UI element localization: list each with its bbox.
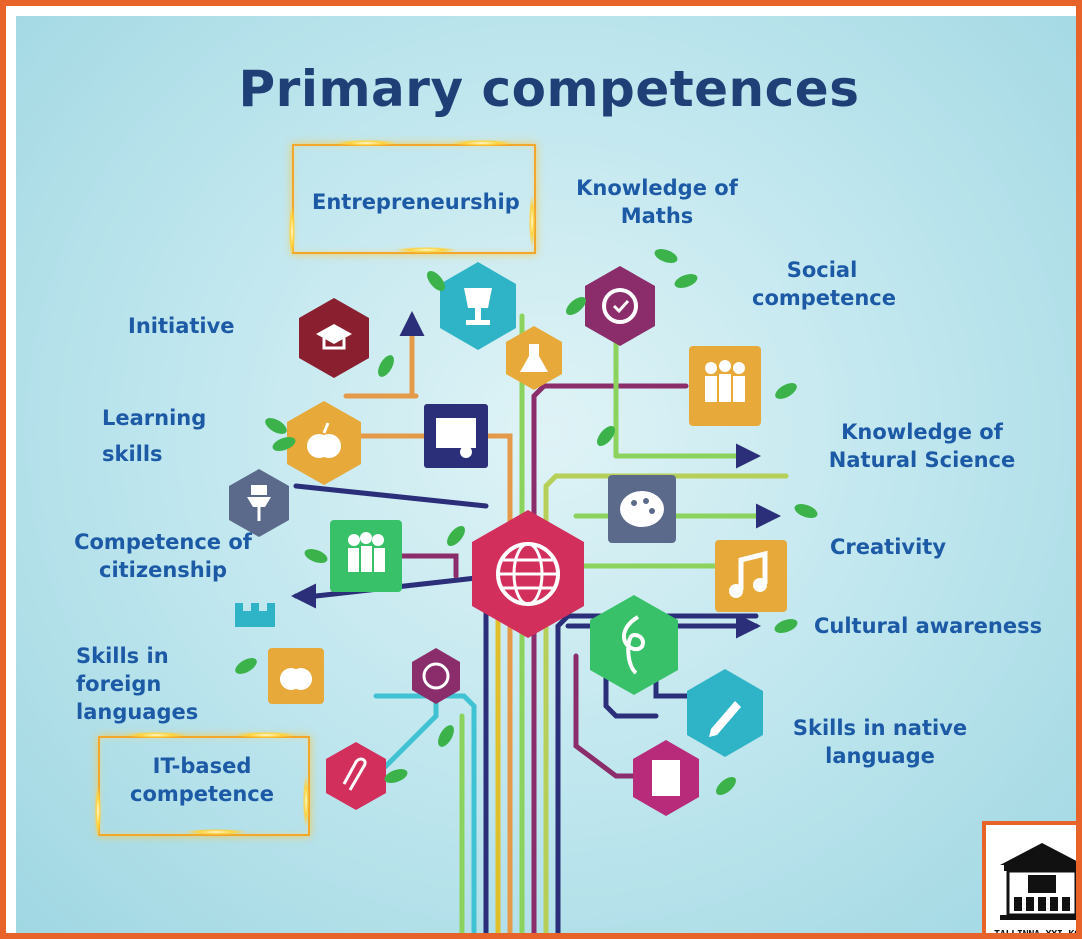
treble-clef-icon <box>590 595 678 695</box>
label-initiative: Initiative <box>128 314 235 338</box>
school-building-icon <box>1000 843 1076 920</box>
notebook-icon <box>633 740 699 816</box>
school-logo: TALLINNA XXI KOOL <box>982 821 1082 939</box>
highlight-sparkle <box>236 732 296 738</box>
highlight-sparkle <box>452 140 512 146</box>
highlight-sparkle <box>289 206 295 256</box>
label-skills-in-foreign-languages: Skills in foreign languages <box>76 644 199 724</box>
pushpin-icon <box>229 469 289 537</box>
highlight-sparkle <box>303 776 309 826</box>
label-competence-of-citizenship: Competence of citizenship <box>74 530 252 582</box>
highlight-sparkle <box>186 829 246 835</box>
logo-text: TALLINNA XXI KOOL <box>994 929 1082 939</box>
it-based-highlight <box>98 736 310 836</box>
trophy-icon <box>440 262 516 350</box>
certificate-icon <box>424 404 488 468</box>
people-icon <box>689 346 761 426</box>
label-knowledge-of-maths: Knowledge of Maths <box>576 176 738 228</box>
label-entrepreneurship: Entrepreneurship <box>312 190 520 214</box>
label-knowledge-of-natural-science: Knowledge of Natural Science <box>828 420 1016 472</box>
slide-title: Primary competences <box>238 60 860 118</box>
clock-icon <box>412 648 460 704</box>
highlight-sparkle <box>396 247 456 253</box>
people-icon <box>330 520 402 592</box>
graduation-cap-icon <box>299 298 369 378</box>
label-cultural-awareness: Cultural awareness <box>814 614 1043 638</box>
flask-icon <box>506 326 562 390</box>
label-social-competence: Social competence <box>752 258 896 310</box>
label-creativity: Creativity <box>830 535 947 559</box>
highlight-sparkle <box>95 786 101 836</box>
highlight-sparkle <box>126 732 186 738</box>
label-it-based-competence: IT-based competence <box>130 754 274 806</box>
palette-icon <box>608 475 676 543</box>
apple-icon <box>287 401 361 485</box>
slide: Primary competences Entrepreneurship Kno… <box>16 16 1082 939</box>
entrepreneurship-highlight <box>292 144 536 254</box>
clock-icon <box>585 266 655 346</box>
apple-icon <box>268 648 324 704</box>
label-skills-in-native-language: Skills in native language <box>792 716 968 768</box>
paperclip-icon <box>326 742 386 810</box>
leaf-decorations <box>235 249 818 795</box>
music-note-icon <box>715 540 787 612</box>
pencil-icon <box>687 669 763 757</box>
label-learning-skills: Learning skills <box>102 406 207 466</box>
highlight-sparkle <box>336 140 396 146</box>
globe-icon <box>472 510 584 638</box>
highlight-sparkle <box>529 196 535 246</box>
castle-icon <box>235 603 275 627</box>
competence-tree-diagram <box>229 249 818 933</box>
